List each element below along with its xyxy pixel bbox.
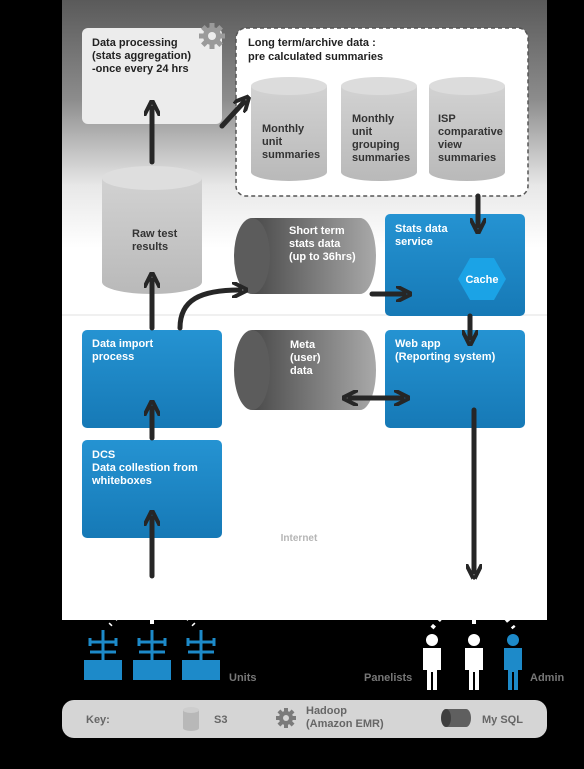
arrow-processing-to-archive: [219, 102, 244, 129]
web-app-line2: (Reporting system): [395, 351, 496, 363]
cyl-meta-line1: Meta: [290, 339, 316, 351]
cyl-short-term-line1: Short term: [289, 225, 345, 237]
cyl-isp-line2: comparative: [438, 126, 503, 138]
arrow-import-to-short-term: [177, 290, 240, 331]
data-import-line1: Data import: [92, 338, 153, 350]
cyl-meta-line2: (user): [290, 352, 321, 364]
key-hadoop-line2: (Amazon EMR): [306, 718, 384, 730]
cyl-meta-line3: data: [290, 365, 314, 377]
data-processing-line3: -once every 24 hrs: [92, 63, 189, 75]
stats-service-line2: service: [395, 236, 433, 248]
cyl-raw-line2: results: [132, 241, 168, 253]
dcs-line1: DCS: [92, 449, 115, 461]
person-icon: [504, 634, 522, 690]
key-mysql-label: My SQL: [482, 714, 523, 726]
cyl-grouping-line3: grouping: [352, 139, 400, 151]
gear-icon: [199, 23, 225, 49]
cyl-grouping-line4: summaries: [352, 152, 410, 164]
svg-text:Stats data service: Stats data service: [395, 223, 451, 248]
svg-text:ISP comparative vi: ISP comparative view summaries: [438, 113, 506, 164]
panelists-fan-lines: [430, 578, 516, 630]
units-label: Units: [229, 672, 257, 684]
cyl-short-term-line3: (up to 36hrs): [289, 251, 356, 263]
units-fan-lines: [108, 578, 196, 627]
router-icon: [182, 630, 220, 680]
web-app-box: [385, 330, 525, 428]
cyl-raw-line1: Raw test: [132, 228, 178, 240]
s3-cylinder-icon: [183, 707, 199, 731]
svg-text:Meta (user) data: Meta (user) data: [290, 339, 324, 377]
svg-text:Web app (Reporting system): Web app (Reporting system): [395, 338, 496, 363]
cyl-monthly-unit-line1: Monthly: [262, 123, 305, 135]
cache-hexagon: Cache: [458, 258, 506, 300]
svg-text:Monthly unit group: Monthly unit grouping summaries: [352, 113, 410, 164]
gear-icon: [276, 708, 296, 728]
cyl-isp-line1: ISP: [438, 113, 456, 125]
data-processing-line1: Data processing: [92, 37, 178, 49]
data-processing-line2: (stats aggregation): [92, 50, 191, 62]
svg-text:Monthly unit summa: Monthly unit summaries: [262, 123, 320, 161]
router-icon: [133, 630, 171, 680]
svg-text:Hadoop (Amazon EMR): Hadoop (Amazon EMR): [306, 705, 384, 730]
person-icon: [423, 634, 441, 690]
data-import-box: [82, 330, 222, 428]
svg-text:Data processing (stats agg: Data processing (stats aggregation) -onc…: [92, 37, 194, 75]
internet-cloud: [62, 540, 547, 615]
cyl-isp-line3: view: [438, 139, 462, 151]
dcs-box: [82, 440, 222, 538]
cylinder-raw-test-results: Raw test results: [102, 166, 202, 294]
archive-title-line1: Long term/archive data :: [248, 37, 376, 49]
svg-text:Long term/archive data : p: Long term/archive data : pre calculated …: [248, 37, 383, 63]
svg-text:DCS Data collestion from: DCS Data collestion from whiteboxes: [91, 449, 201, 487]
data-processing-box: [82, 28, 222, 124]
mysql-cylinder-icon: [441, 709, 471, 727]
svg-text:Short term stats data: Short term stats data (up to 36hrs): [289, 225, 356, 263]
key-title: Key:: [86, 714, 110, 726]
cylinder-short-term-stats: Short term stats data (up to 36hrs): [234, 218, 376, 294]
panelists-label: Panelists: [364, 672, 412, 684]
cyl-short-term-line2: stats data: [289, 238, 341, 250]
data-import-line2: process: [92, 351, 134, 363]
dcs-line3: whiteboxes: [91, 475, 152, 487]
cyl-grouping-line2: unit: [352, 126, 372, 138]
svg-text:Data import process: Data import process: [92, 338, 156, 363]
cylinder-isp: ISP comparative view summaries: [429, 77, 506, 181]
cylinder-monthly-grouping: Monthly unit grouping summaries: [341, 77, 417, 181]
key-panel: [62, 700, 547, 738]
internet-label: Internet: [281, 533, 318, 544]
web-app-line1: Web app: [395, 338, 441, 350]
stats-service-line1: Stats data: [395, 223, 448, 235]
cylinder-monthly-unit: Monthly unit summaries: [251, 77, 327, 181]
router-icon: [84, 630, 122, 680]
key-hadoop-line1: Hadoop: [306, 705, 347, 717]
key-s3-label: S3: [214, 714, 227, 726]
dcs-line2: Data collestion from: [92, 462, 198, 474]
cyl-isp-line4: summaries: [438, 152, 496, 164]
archive-title-line2: pre calculated summaries: [248, 51, 383, 63]
svg-text:Raw test results: Raw test results: [132, 228, 180, 253]
cache-label: Cache: [465, 274, 498, 286]
cyl-monthly-unit-line3: summaries: [262, 149, 320, 161]
admin-label: Admin: [530, 672, 565, 684]
cyl-monthly-unit-line2: unit: [262, 136, 282, 148]
person-icon: [465, 634, 483, 690]
cyl-grouping-line1: Monthly: [352, 113, 395, 125]
